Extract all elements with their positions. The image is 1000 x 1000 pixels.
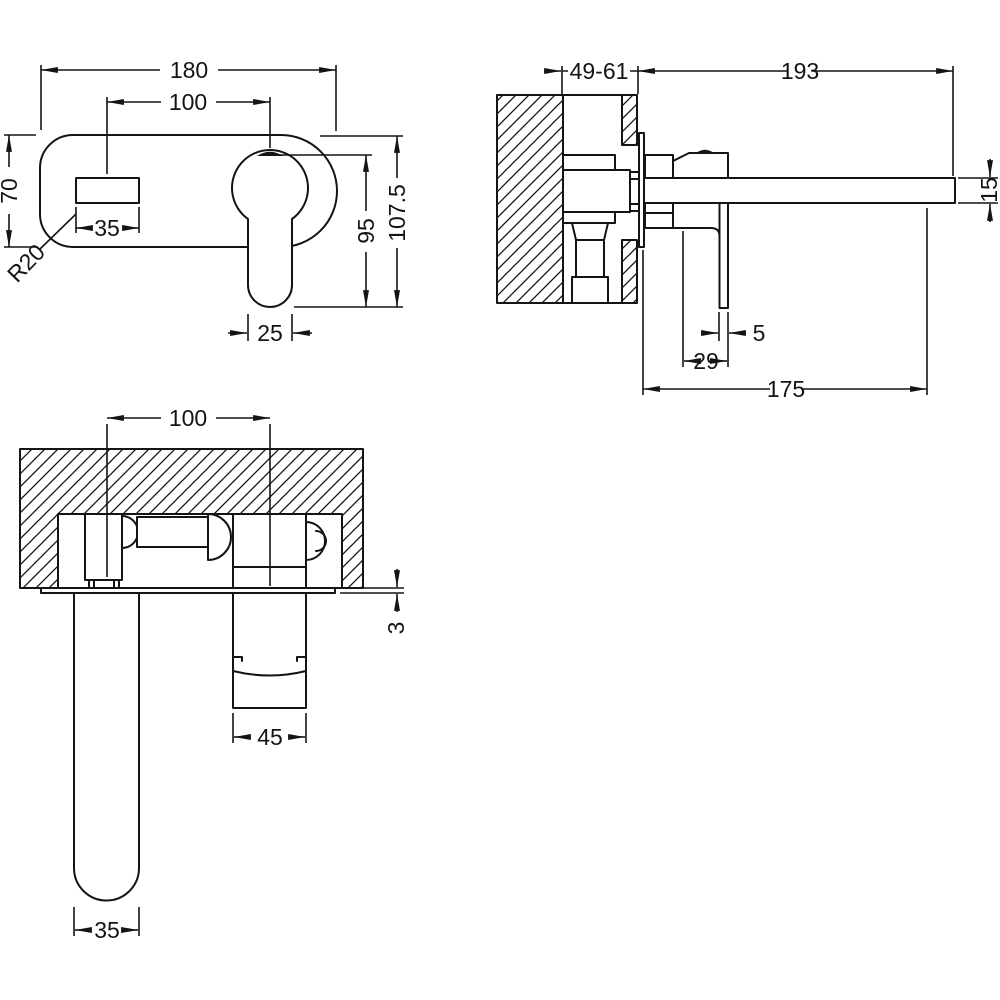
dim-side-lever-thickness: 5 (701, 312, 765, 367)
plan-handle (232, 592, 307, 709)
front-view: 180 100 70 35 R20 (0, 57, 410, 346)
dim-side-spout-projection-label: 193 (781, 58, 819, 84)
side-supply-pipe (571, 222, 609, 241)
dim-plan-plate-thickness: 3 (340, 569, 409, 634)
dim-side-lower-projection-label: 175 (767, 376, 805, 402)
plan-spout-connection (84, 513, 123, 581)
side-handle-top-mark (696, 149, 714, 153)
dim-front-spout-width-label: 35 (94, 215, 120, 241)
dim-plan-handle-width: 45 (232, 713, 307, 750)
plan-connecting-tube (136, 516, 209, 548)
dim-front-width: 180 (40, 57, 337, 131)
side-view: 49-61 193 15 5 29 (496, 58, 1000, 402)
front-handle-top-mark (257, 151, 283, 156)
dim-front-overall-height: 107.5 (320, 135, 410, 308)
dim-plan-handle-width-label: 45 (257, 724, 283, 750)
plan-view: 100 3 45 35 (19, 405, 409, 943)
dim-side-lever-offset-label: 29 (693, 348, 719, 374)
dim-side-spout-thickness-label: 15 (976, 177, 1000, 203)
dim-front-handle-width-label: 25 (257, 320, 283, 346)
front-handle (231, 149, 309, 308)
dim-side-lower-projection: 175 (642, 208, 928, 402)
dim-side-lever-thickness-label: 5 (753, 320, 766, 346)
dim-plan-plate-thickness-label: 3 (383, 622, 409, 635)
dim-side-lever-offset: 29 (682, 231, 728, 374)
plan-face-plate (40, 587, 336, 594)
dim-plan-centres-label: 100 (169, 405, 207, 431)
dim-side-spout-thickness: 15 (958, 159, 1000, 222)
dim-front-spout-width: 35 (75, 207, 140, 241)
plan-spout (73, 592, 140, 902)
dim-plan-spout-width: 35 (73, 907, 140, 943)
dim-front-handle-width: 25 (228, 314, 312, 346)
dim-front-handle-height: 95 (280, 154, 403, 308)
side-wall-outline (496, 94, 638, 304)
dim-front-hole-centres: 100 (106, 89, 271, 174)
dim-front-height-label: 70 (0, 178, 22, 204)
dim-side-wall-depth: 49-61 (544, 58, 638, 94)
dim-side-wall-depth-label: 49-61 (570, 58, 629, 84)
side-handle-lever (718, 202, 729, 309)
dim-front-corner-radius: R20 (2, 213, 77, 287)
side-wall-hatch (497, 95, 563, 303)
dim-plan-spout-width-label: 35 (94, 917, 120, 943)
dim-front-centres-label: 100 (169, 89, 207, 115)
dim-front-plate-height: 70 (0, 134, 36, 248)
side-handle-body (672, 152, 729, 179)
dim-side-spout-projection: 193 (637, 58, 954, 176)
dim-plan-hole-centres: 100 (106, 405, 271, 586)
side-spout (643, 177, 956, 204)
front-spout-outlet (75, 177, 140, 204)
plan-wall-hatch (20, 449, 363, 588)
dim-front-overall-height-label: 107.5 (384, 184, 410, 242)
dim-front-handle-height-label: 95 (353, 218, 379, 244)
dim-front-width-label: 180 (170, 57, 208, 83)
